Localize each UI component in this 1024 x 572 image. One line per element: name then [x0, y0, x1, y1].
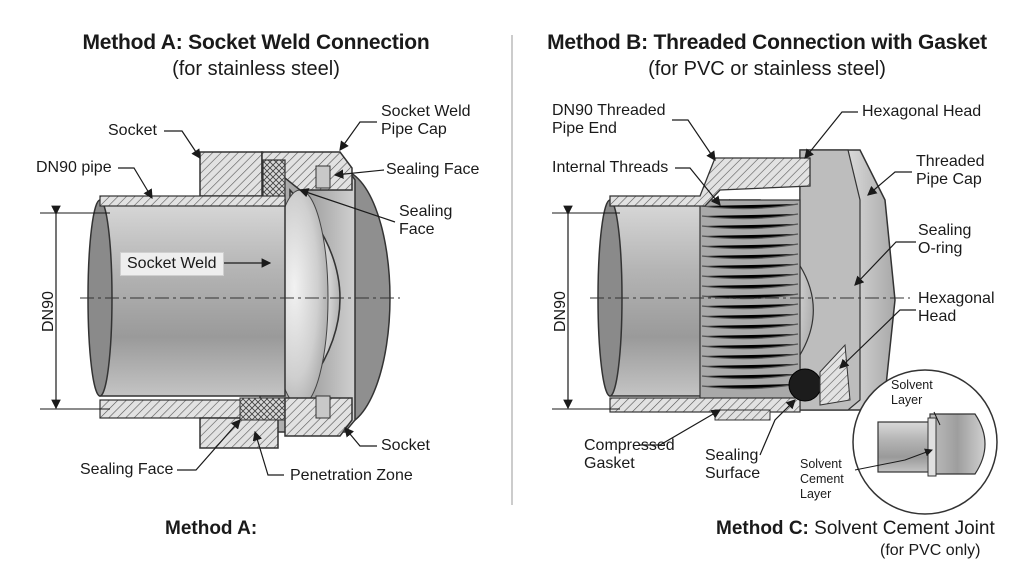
label-solvent-layer: Solvent Layer — [891, 378, 933, 407]
label-sealing-surface: Sealing Surface — [705, 447, 761, 483]
method-b-subtitle: (for PVC or stainless steel) — [648, 58, 886, 80]
method-b-title: Method B: Threaded Connection with Gaske… — [547, 31, 987, 54]
method-a-footer: Method A: — [165, 518, 258, 539]
thread-lines — [701, 203, 799, 390]
label-sealing-face-1: Sealing Face — [386, 161, 480, 178]
label-socket-top: Socket — [108, 122, 157, 139]
label-threaded-pipe-end: DN90 Threaded Pipe End — [552, 102, 666, 138]
label-socket-bottom: Socket — [381, 437, 430, 454]
label-socket-weld-pipe-cap: Socket Weld Pipe Cap — [381, 103, 471, 139]
method-c-note: (for PVC only) — [880, 542, 981, 559]
label-threaded-pipe-cap: Threaded Pipe Cap — [916, 153, 985, 189]
method-a-subtitle: (for stainless steel) — [172, 58, 340, 80]
right-leaders — [640, 111, 916, 456]
label-sealing-face-2: Sealing Face — [399, 203, 453, 239]
label-sealing-face-bottom: Sealing Face — [80, 461, 174, 478]
label-dn90-dimension-right: DN90 — [552, 291, 569, 332]
label-hexagonal-head-2: Hexagonal Head — [918, 290, 995, 326]
label-solvent-cement-layer: Solvent Cement Layer — [800, 457, 844, 501]
label-socket-weld: Socket Weld — [120, 252, 224, 277]
label-penetration-zone: Penetration Zone — [290, 467, 413, 484]
label-hexagonal-head-top: Hexagonal Head — [862, 103, 982, 120]
method-c-footer-bold: Method C: — [716, 518, 809, 539]
left-leaders — [118, 121, 396, 476]
label-internal-threads: Internal Threads — [552, 159, 669, 176]
solvent-inset — [852, 369, 998, 515]
label-compressed-gasket: Compressed Gasket — [584, 437, 675, 473]
label-dn90-pipe: DN90 pipe — [36, 159, 112, 176]
method-a-title: Method A: Socket Weld Connection — [82, 31, 430, 54]
label-sealing-oring: Sealing O-ring — [918, 222, 972, 258]
method-c-footer-text: Solvent Cement Joint — [808, 518, 995, 539]
socket-weld-assembly — [40, 151, 400, 449]
label-dn90-dimension-left: DN90 — [40, 291, 57, 332]
threaded-assembly — [552, 149, 910, 421]
method-c-footer: Method C: Solvent Cement Joint — [716, 518, 995, 540]
